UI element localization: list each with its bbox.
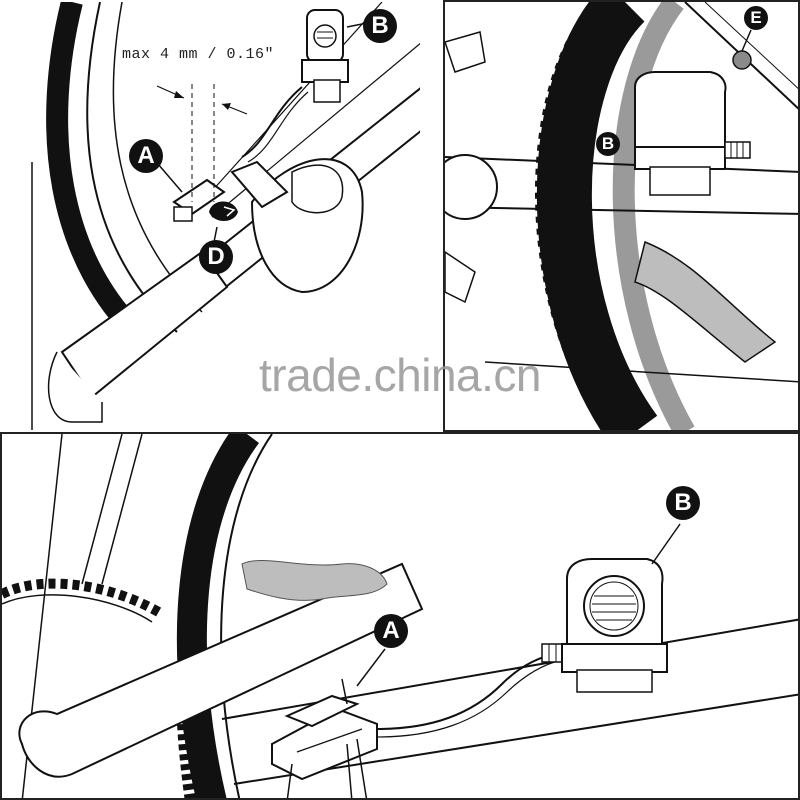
panel-sensor-assembly-overview: B A bbox=[0, 432, 800, 800]
callout-e: E bbox=[744, 6, 768, 30]
panel-sensor-gap-detail: max 4 mm / 0.16" B A D bbox=[0, 0, 422, 432]
callout-b: B bbox=[596, 132, 620, 156]
panel-sensor-mount-detail: B E bbox=[443, 0, 800, 432]
callout-a: A bbox=[129, 139, 163, 173]
callout-a: A bbox=[374, 614, 408, 648]
panel1-illustration bbox=[31, 2, 420, 430]
gap-dimension-label: max 4 mm / 0.16" bbox=[122, 46, 275, 63]
callout-b: B bbox=[363, 9, 397, 43]
panel3-illustration bbox=[2, 434, 798, 798]
callout-b: B bbox=[666, 486, 700, 520]
callout-d: D bbox=[199, 240, 233, 274]
panel2-illustration bbox=[445, 2, 798, 430]
